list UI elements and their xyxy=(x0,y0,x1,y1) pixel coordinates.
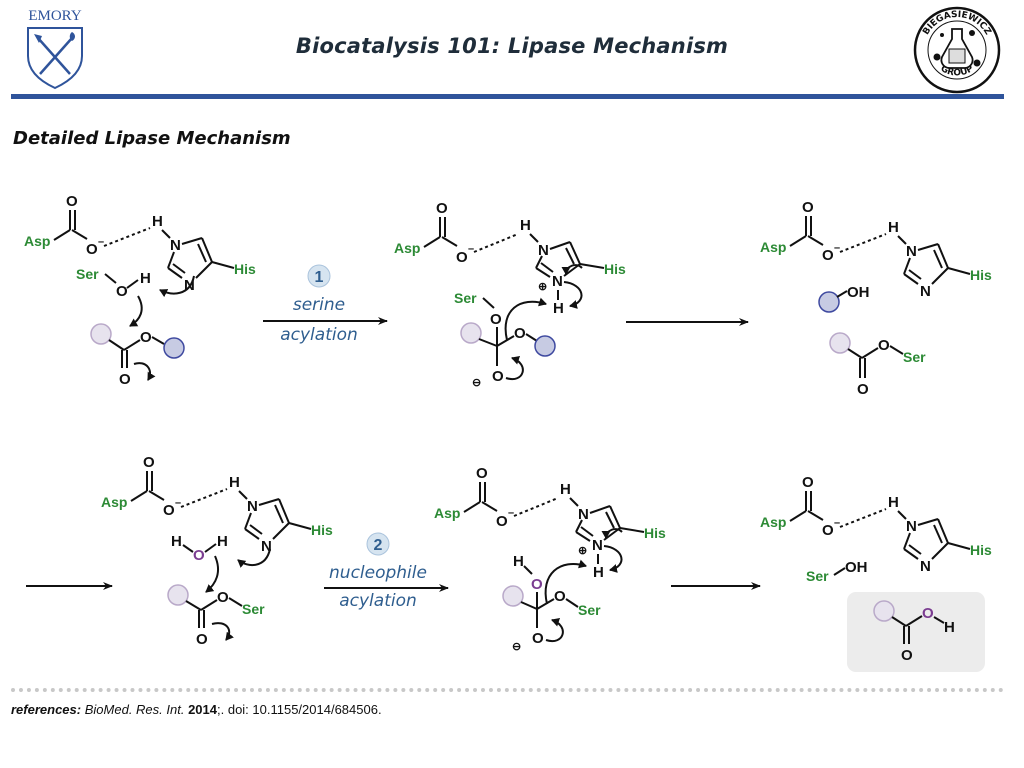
panel-6-products: Ser OH O H O xyxy=(759,473,993,672)
svg-text:O: O xyxy=(193,547,205,564)
panel-3-acyl-enzyme: OH O Ser O xyxy=(759,198,993,398)
svg-text:H: H xyxy=(553,300,564,317)
svg-text:–: – xyxy=(508,507,514,519)
svg-text:H: H xyxy=(560,481,571,498)
section-title: Detailed Lipase Mechanism xyxy=(13,128,291,149)
svg-text:O: O xyxy=(857,381,869,398)
emory-logo: EMORY xyxy=(20,4,90,90)
panel-2-tetrahedral-intermediate: Asp O O – H N His N ⊕ H Ser O O xyxy=(394,200,626,389)
svg-text:N: N xyxy=(592,537,603,554)
svg-text:His: His xyxy=(644,525,666,541)
svg-text:⊕: ⊕ xyxy=(538,281,547,293)
svg-text:⊕: ⊕ xyxy=(578,545,587,557)
svg-text:OH: OH xyxy=(845,559,868,576)
svg-text:O: O xyxy=(492,368,504,385)
svg-text:O: O xyxy=(554,588,566,605)
svg-text:OH: OH xyxy=(847,284,870,301)
ser-oxygen: O xyxy=(116,283,128,300)
svg-text:O: O xyxy=(196,631,208,648)
references: references: BioMed. Res. Int. 2014;. doi… xyxy=(11,702,382,717)
svg-text:O: O xyxy=(490,311,502,328)
references-label: references: xyxy=(11,702,82,717)
step-2-badge xyxy=(366,532,390,556)
ser-hydrogen: H xyxy=(140,270,151,287)
group-logo: BIEGASIEWICZ GROUP xyxy=(912,5,1002,95)
page-title: Biocatalysis 101: Lipase Mechanism xyxy=(295,34,729,58)
svg-text:H: H xyxy=(520,217,531,234)
svg-text:O: O xyxy=(456,249,468,266)
svg-text:H: H xyxy=(944,619,955,636)
svg-text:O: O xyxy=(217,589,229,606)
panel-4-water-attack: H O H O Ser O xyxy=(100,453,334,648)
svg-text:N: N xyxy=(578,506,589,523)
svg-text:Asp: Asp xyxy=(394,240,420,256)
svg-text:O: O xyxy=(922,605,934,622)
step-1-label-line2: acylation xyxy=(280,325,358,345)
svg-text:N: N xyxy=(552,273,563,290)
svg-text:O: O xyxy=(119,371,131,388)
svg-text:H: H xyxy=(171,533,182,550)
panel-1-michaelis-complex: Ser O H O O xyxy=(23,192,257,388)
alcohol-group-sphere xyxy=(163,337,185,359)
svg-text:H: H xyxy=(217,533,228,550)
svg-text:O: O xyxy=(532,630,544,647)
svg-text:Ser: Ser xyxy=(578,602,601,618)
svg-text:Ser: Ser xyxy=(806,568,829,584)
references-year: 2014 xyxy=(188,702,217,717)
svg-text:⊖: ⊖ xyxy=(472,377,481,389)
references-doi: ;. doi: 10.1155/2014/684506. xyxy=(217,702,382,717)
step-1-label-line1: serine xyxy=(293,295,345,315)
emory-wordmark: EMORY xyxy=(28,8,82,24)
svg-text:O: O xyxy=(476,465,488,482)
svg-text:H: H xyxy=(593,564,604,581)
svg-text:Ser: Ser xyxy=(242,601,265,617)
svg-text:Ser: Ser xyxy=(454,290,477,306)
svg-text:N: N xyxy=(538,242,549,259)
step-2-label-line2: acylation xyxy=(339,591,417,611)
step-2-number: 2 xyxy=(374,537,383,554)
step-1-badge xyxy=(307,264,331,288)
svg-text:O: O xyxy=(901,647,913,664)
emory-shield-icon: EMORY xyxy=(27,8,83,90)
svg-text:O: O xyxy=(514,325,526,342)
svg-text:Asp: Asp xyxy=(434,505,460,521)
step-2-label-line1: nucleophile xyxy=(329,563,427,583)
header-divider xyxy=(11,94,1004,99)
svg-text:Ser: Ser xyxy=(903,349,926,365)
svg-text:O: O xyxy=(878,337,890,354)
svg-text:O: O xyxy=(436,200,448,217)
step-1-arrow: 1 serine acylation xyxy=(263,264,388,345)
svg-text:H: H xyxy=(513,553,524,570)
step-1-number: 1 xyxy=(315,269,324,286)
step-2-arrow: 2 nucleophile acylation xyxy=(324,532,449,611)
svg-text:⊖: ⊖ xyxy=(512,641,521,653)
biegasiewicz-group-seal-icon: BIEGASIEWICZ GROUP xyxy=(913,6,1001,94)
ser-label: Ser xyxy=(76,266,99,282)
svg-text:O: O xyxy=(140,329,152,346)
footer-divider xyxy=(11,688,1004,692)
acyl-group-sphere xyxy=(90,323,112,345)
svg-text:His: His xyxy=(604,261,626,277)
carboxylic-acid-product-box xyxy=(847,592,985,672)
svg-text:–: – xyxy=(468,243,474,255)
svg-text:O: O xyxy=(496,513,508,530)
references-journal: BioMed. Res. Int. xyxy=(84,702,185,717)
panel-5-tetrahedral-intermediate: Asp O O – H N His N ⊕ H H O O Ser xyxy=(434,465,666,653)
svg-text:O: O xyxy=(531,576,543,593)
